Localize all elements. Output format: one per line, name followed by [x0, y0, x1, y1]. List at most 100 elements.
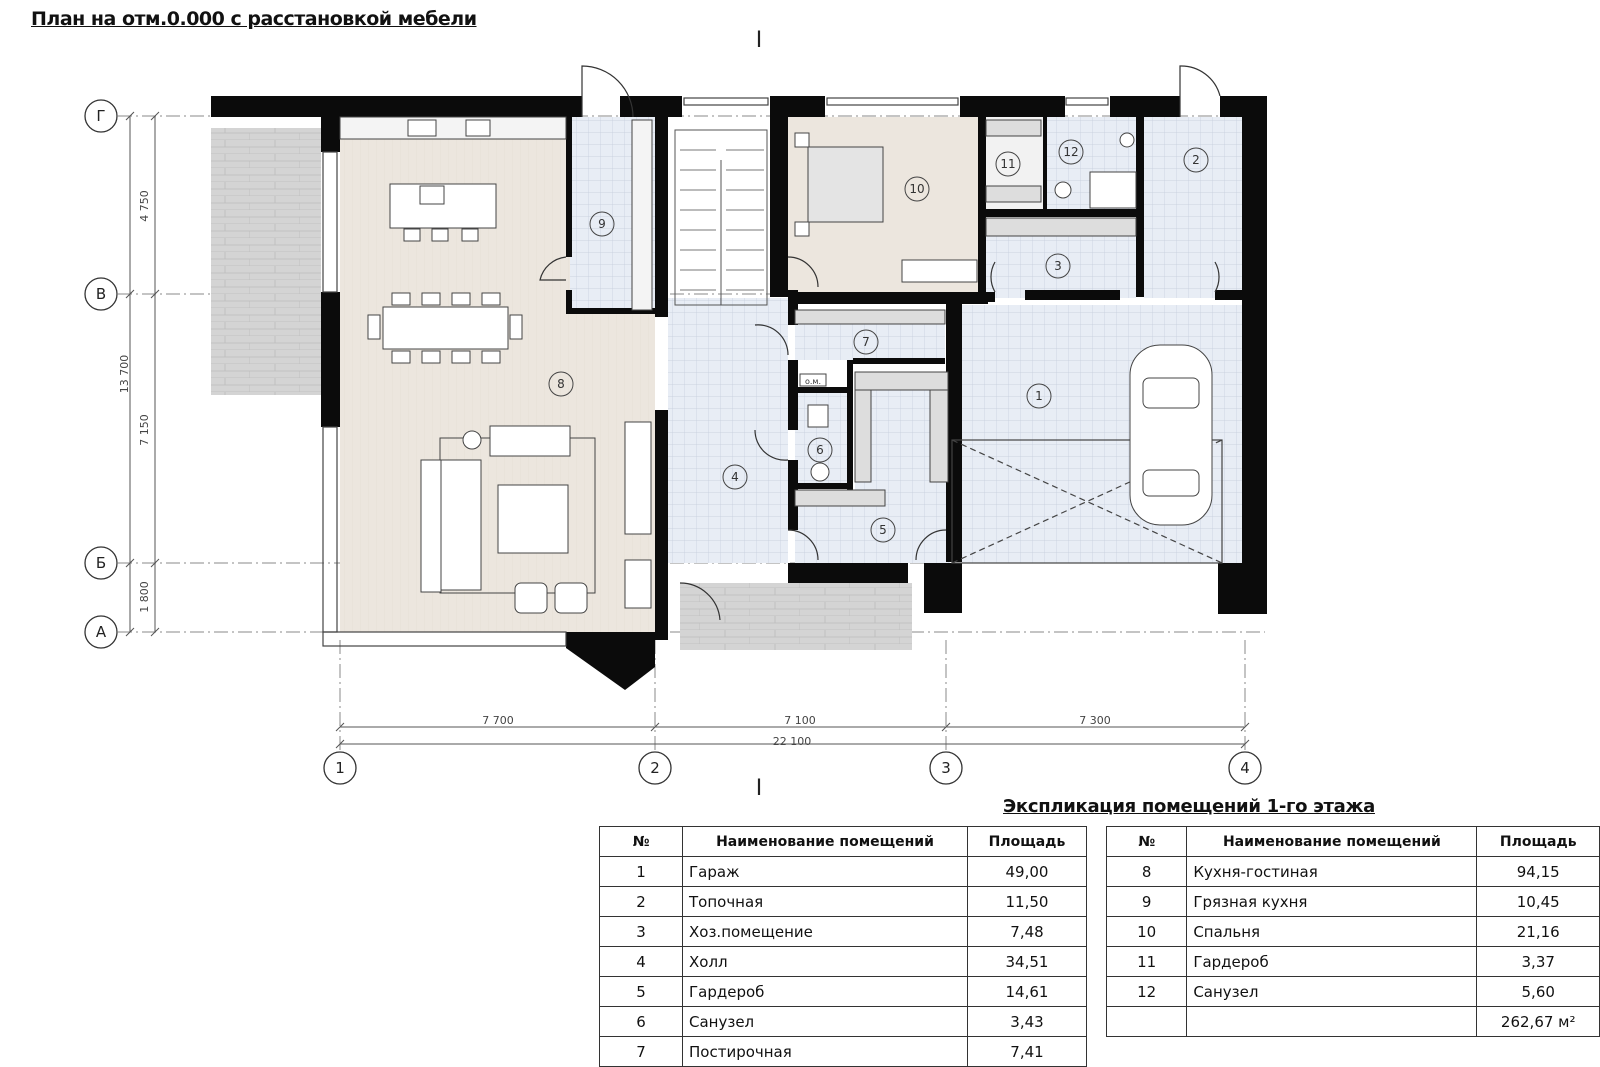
room-number: 1 — [1035, 389, 1043, 403]
walls — [211, 96, 1267, 690]
cell-num: 11 — [1105, 946, 1188, 977]
vertical-dimensions — [125, 111, 160, 637]
explication-title: Экспликация помещений 1-го этажа — [1003, 796, 1375, 817]
dim-vertical-7150: 7 150 — [138, 414, 151, 446]
cell-name: Холл — [682, 946, 968, 977]
furniture — [339, 116, 1213, 614]
section-mark-top: I — [756, 28, 763, 53]
cell-num: 3 — [599, 916, 683, 947]
room-number: 10 — [909, 182, 924, 196]
axis-marker-b — [84, 546, 118, 580]
dim-vertical-1800: 1 800 — [138, 581, 151, 613]
floors — [211, 117, 1242, 650]
cell-area: 3,43 — [967, 1006, 1087, 1037]
cell-area: 3,37 — [1476, 946, 1600, 977]
room-number: 4 — [731, 470, 739, 484]
cell-name: Гардероб — [682, 976, 968, 1007]
cell-name: Хоз.помещение — [682, 916, 968, 947]
terrace-left — [211, 128, 321, 395]
room-number: 5 — [879, 523, 887, 537]
cell-area: 14,61 — [967, 976, 1087, 1007]
porch-floor — [680, 583, 912, 650]
axis-label-row: Б — [96, 554, 106, 572]
axis-label-column: 4 — [1240, 759, 1250, 777]
cell-num: 6 — [599, 1006, 683, 1037]
om-label: о.м. — [805, 377, 821, 386]
cell-area: 94,15 — [1476, 856, 1600, 887]
col-header-area: Площадь — [967, 826, 1087, 857]
table-row-total: 262,67 м² — [1105, 1006, 1600, 1037]
axis-label-column: 1 — [335, 759, 345, 777]
cell-name: Кухня-гостиная — [1186, 856, 1478, 887]
room-number: 11 — [1000, 157, 1015, 171]
staircase — [674, 129, 768, 306]
cell-area: 21,16 — [1476, 916, 1600, 947]
section-mark-bottom: I — [756, 776, 763, 801]
row-axis-markers — [84, 99, 118, 649]
column-axis-markers — [323, 751, 1262, 785]
axis-marker-a — [84, 615, 118, 649]
cell-num: 8 — [1105, 856, 1188, 887]
cell-num: 9 — [1105, 886, 1188, 917]
cell-num: 12 — [1105, 976, 1188, 1007]
dim-horizontal-7700: 7 700 — [482, 714, 514, 727]
horizontal-dimensions — [335, 722, 1250, 749]
room-number: 6 — [816, 443, 824, 457]
total-area: 262,67 м² — [1476, 1006, 1600, 1037]
cell-area: 7,41 — [967, 1036, 1087, 1067]
cell-name: Санузел — [682, 1006, 968, 1037]
cell-num: 7 — [599, 1036, 683, 1067]
cell-area: 11,50 — [967, 886, 1087, 917]
dim-horizontal-7100: 7 100 — [784, 714, 816, 727]
room-number: 12 — [1063, 145, 1078, 159]
room-number: 8 — [557, 377, 565, 391]
cell-area: 10,45 — [1476, 886, 1600, 917]
axis-label-row: А — [96, 623, 107, 641]
cell-name: Гараж — [682, 856, 968, 887]
room-number: 3 — [1054, 259, 1062, 273]
room-number: 7 — [862, 335, 870, 349]
cell-area: 34,51 — [967, 946, 1087, 977]
axis-marker-g — [84, 99, 118, 133]
room-number: 2 — [1192, 153, 1200, 167]
col-header-area: Площадь — [1476, 826, 1600, 857]
windows — [322, 97, 1223, 647]
cell-name: Грязная кухня — [1186, 886, 1478, 917]
dim-total: 22 100 — [773, 735, 812, 748]
cell-num: 4 — [599, 946, 683, 977]
cell-name: Спальня — [1186, 916, 1478, 947]
room-2-floor — [1144, 117, 1242, 298]
cell-name: Топочная — [682, 886, 968, 917]
room-4-floor — [668, 298, 788, 563]
axis-label-row: Г — [96, 107, 105, 125]
cell-num: 5 — [599, 976, 683, 1007]
dim-vertical-4750: 4 750 — [138, 190, 151, 222]
dim-vertical-13700: 13 700 — [118, 355, 131, 394]
doors — [539, 65, 1221, 621]
col-header-num: № — [1105, 826, 1188, 857]
axis-label-column: 3 — [941, 759, 951, 777]
room-number: 9 — [598, 217, 606, 231]
cell-num — [1105, 1006, 1188, 1037]
col-header-name: Наименование помещений — [682, 826, 968, 857]
page-title: План на отм.0.000 с расстановкой мебели — [31, 8, 477, 30]
axis-label-row: В — [96, 285, 106, 303]
axis-marker-v — [84, 277, 118, 311]
cell-area: 7,48 — [967, 916, 1087, 947]
col-header-name: Наименование помещений — [1186, 826, 1478, 857]
